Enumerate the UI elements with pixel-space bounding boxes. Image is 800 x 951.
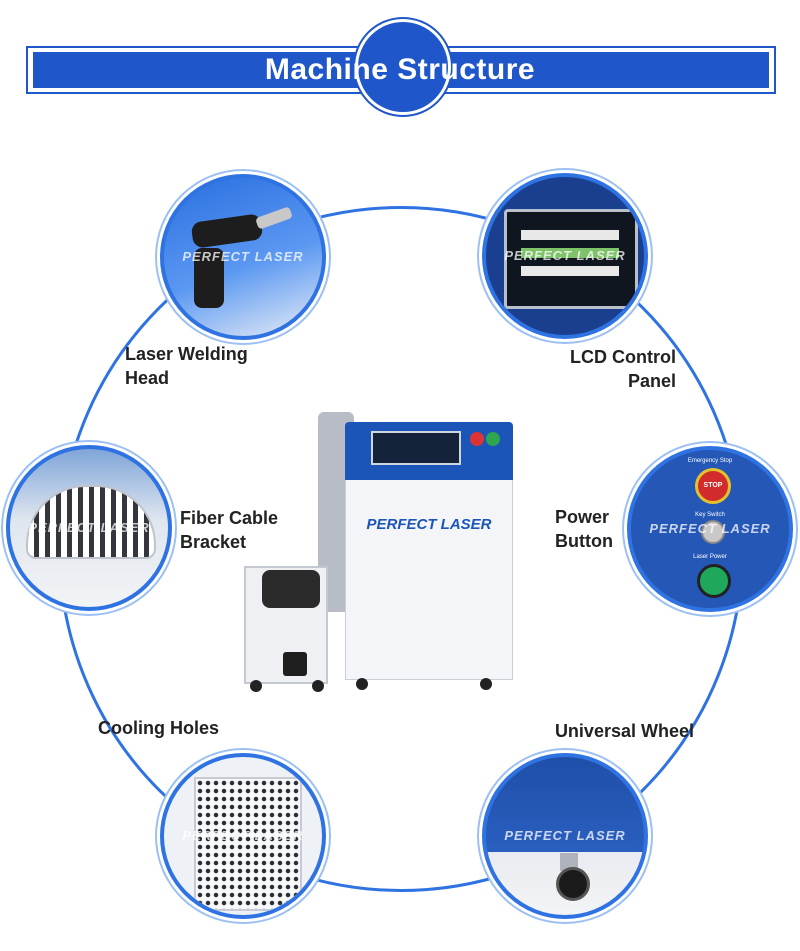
- laser-power-label: Laser Power: [693, 554, 727, 560]
- wire-feeder-spool: [262, 570, 320, 608]
- welding-gun-grip: [194, 248, 224, 308]
- emergency-stop-label: Emergency Stop: [687, 458, 733, 464]
- feature-label-welding-head: Laser Welding Head: [125, 342, 325, 390]
- welding-gun-icon: [190, 213, 264, 249]
- feature-label-lcd-panel: LCD Control Panel: [474, 345, 676, 393]
- lcd-row: [521, 266, 619, 276]
- emergency-stop-icon: STOP: [695, 468, 731, 504]
- label-line: LCD Control: [570, 347, 676, 367]
- feature-label-power-button: Power Button: [555, 505, 635, 553]
- label-line: Cooling Holes: [98, 718, 219, 738]
- feature-label-fiber-bracket: Fiber Cable Bracket: [180, 506, 330, 554]
- machine-power-knob: [486, 432, 500, 446]
- label-line: Power: [555, 507, 610, 527]
- label-line: Button: [555, 531, 613, 551]
- key-switch-icon: [701, 520, 725, 544]
- feature-cooling-holes-photo: PERFECT LASER: [160, 753, 326, 919]
- machine-wheel: [480, 678, 492, 690]
- wire-feeder-panel: [283, 652, 307, 676]
- label-line: Fiber Cable: [180, 508, 279, 528]
- cooling-grille-icon: [194, 777, 302, 911]
- label-line: Laser Welding: [125, 344, 248, 364]
- photo-watermark: PERFECT LASER: [182, 828, 304, 843]
- caster-wheel-icon: [556, 867, 590, 901]
- photo-watermark: PERFECT LASER: [504, 828, 626, 843]
- cart-wheel: [312, 680, 324, 692]
- label-line: Head: [125, 368, 170, 388]
- feature-label-universal-wheel: Universal Wheel: [494, 719, 694, 743]
- label-line: Universal Wheel: [554, 721, 694, 741]
- page-title: Machine Structure: [264, 53, 536, 86]
- welding-gun-nozzle: [255, 206, 293, 230]
- feature-fiber-bracket-photo: PERFECT LASER: [6, 445, 172, 611]
- laser-power-button-icon: [697, 564, 731, 598]
- feature-power-button-photo: Emergency Stop STOP Key Switch Laser Pow…: [627, 446, 793, 612]
- label-line: Bracket: [180, 532, 247, 552]
- caster-bracket: [560, 853, 578, 871]
- cart-wheel: [250, 680, 262, 692]
- key-switch-label: Key Switch: [695, 512, 725, 518]
- machine-stop-knob: [470, 432, 484, 446]
- feature-welding-head-photo: PERFECT LASER: [160, 174, 326, 340]
- feature-label-cooling-holes: Cooling Holes: [98, 716, 298, 740]
- photo-watermark: PERFECT LASER: [28, 520, 150, 535]
- lcd-screen-icon: [504, 209, 638, 309]
- feature-lcd-panel-photo: PERFECT LASER: [482, 173, 648, 339]
- feature-universal-wheel-photo: PERFECT LASER: [482, 753, 648, 919]
- photo-watermark: PERFECT LASER: [182, 249, 304, 264]
- photo-watermark: PERFECT LASER: [504, 248, 626, 263]
- machine-brand: PERFECT LASER: [366, 516, 492, 533]
- photo-watermark: PERFECT LASER: [649, 521, 771, 536]
- machine-screen: [371, 431, 461, 465]
- lcd-row: [521, 230, 619, 240]
- lcd-row: [521, 248, 619, 258]
- header-banner-badge: [355, 19, 451, 115]
- machine-wheel: [356, 678, 368, 690]
- label-line: Panel: [627, 371, 676, 391]
